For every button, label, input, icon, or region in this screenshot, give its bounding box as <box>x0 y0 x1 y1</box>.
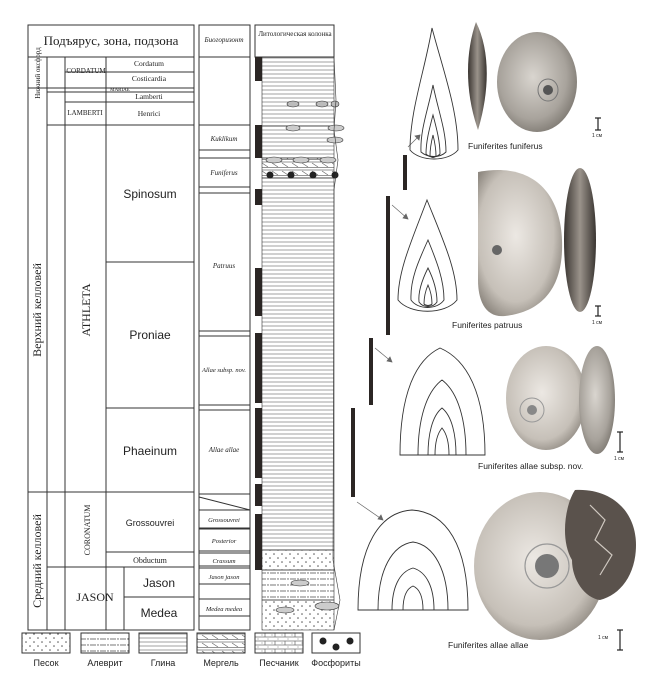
specimen-label-funiferus: Funiferites funiferus <box>468 141 543 151</box>
specimen-allae-nov-photo <box>506 346 615 454</box>
specimen-label-patruus: Funiferites patruus <box>452 320 522 330</box>
lithology-title: Литологическая колонка <box>258 30 332 38</box>
legend-label-sandstone: Песчаник <box>259 658 299 668</box>
biohorizon-allae-allae: Allae allae <box>208 446 240 454</box>
legend-label-marl: Мергель <box>203 658 239 668</box>
scale-label-patruus: 1 см <box>592 320 603 326</box>
zone-coronatum: CORONATUM <box>83 505 92 556</box>
lithology-column <box>254 24 345 631</box>
legend-item-phosphorite: Фосфориты <box>311 632 361 668</box>
legend-item-marl: Мергель <box>196 632 246 668</box>
specimen-patruus-section <box>397 198 458 312</box>
zone-jason: JASON <box>76 590 114 604</box>
range-bars <box>351 155 407 497</box>
specimen-allae-allae-photo <box>474 489 636 640</box>
biohorizon-patruus: Patruus <box>212 262 235 270</box>
legend-item-sand: Песок <box>21 632 71 668</box>
legend-item-clay: Глина <box>138 632 188 668</box>
biohorizon-crassum: Crassum <box>212 558 235 565</box>
zone-athleta: ATHLETA <box>79 283 93 336</box>
scale-label-allae-allae: 1 см <box>598 635 609 641</box>
specimen-funiferus-section <box>409 27 459 160</box>
zone-mariae: MARIAE <box>110 88 130 93</box>
subzone-henrici: Henrici <box>138 109 161 118</box>
biohorizon-column <box>198 24 251 631</box>
substage-upper-callovian: Верхний келловей <box>30 263 44 357</box>
scale-bar-allae-nov <box>617 431 623 453</box>
stratigraphic-table <box>27 24 195 631</box>
specimen-label-allae-allae: Funiferites allae allae <box>448 640 529 650</box>
substage-middle-callovian: Средний келловей <box>30 514 44 608</box>
biohorizon-jason-jason: Jason jason <box>209 574 240 581</box>
legend-item-silt: Алеврит <box>80 632 130 668</box>
legend: Песок Алеврит Глина Мергель Песчаник Фос… <box>21 632 361 668</box>
zones-title: Подъярус, зона, подзона <box>44 33 179 48</box>
substage-lower-oxford: Нижний оксфорд <box>34 47 42 99</box>
biohorizon-medea-medea: Medea medea <box>205 606 242 613</box>
scale-bar-funiferus <box>595 117 601 131</box>
legend-item-sandstone: Песчаник <box>254 632 304 668</box>
scale-label-funiferus: 1 см <box>592 133 603 139</box>
legend-label-silt: Алеврит <box>87 658 122 668</box>
scale-bar-patruus <box>595 305 601 317</box>
biohorizon-grossouvrei: Grossouvrei <box>208 517 240 524</box>
subzone-lamberti: Lamberti <box>135 92 163 101</box>
zone-lamberti: LAMBERTI <box>67 109 103 117</box>
biohorizon-posterior: Posterior <box>211 538 237 545</box>
subzone-grossouvrei: Grossouvrei <box>126 518 175 528</box>
specimen-label-allae-nov: Funiferites allae subsp. nov. <box>478 461 583 471</box>
legend-label-clay: Глина <box>151 658 176 668</box>
biohorizon-allae-nov: Allae subsp. nov. <box>201 367 246 374</box>
legend-label-sand: Песок <box>33 658 58 668</box>
subzone-medea: Medea <box>141 606 178 620</box>
scale-label-allae-nov: 1 см <box>614 456 625 462</box>
subzone-obductum: Obductum <box>133 556 168 565</box>
biohorizon-title: Биогоризонт <box>203 36 243 44</box>
range-arrows <box>356 134 421 521</box>
specimen-funiferus-photo <box>468 22 577 132</box>
legend-label-phosphorite: Фосфориты <box>311 658 360 668</box>
zone-cordatum: CORDATUM <box>66 67 106 75</box>
subzone-jason: Jason <box>143 576 175 590</box>
subzone-costicardia: Costicardia <box>132 74 167 83</box>
specimen-allae-allae-section <box>357 509 469 611</box>
subzone-proniae: Proniae <box>129 328 171 342</box>
specimen-allae-nov-section <box>399 347 486 456</box>
biohorizon-kuklikum: Kuklikum <box>210 135 238 143</box>
specimen-patruus-photo <box>478 168 596 317</box>
scale-bar-allae-allae <box>617 629 623 651</box>
subzone-spinosum: Spinosum <box>123 187 176 201</box>
subzone-cordatum: Cordatum <box>134 59 164 68</box>
biohorizon-funiferus: Funiferus <box>209 169 237 177</box>
subzone-phaeinum: Phaeinum <box>123 444 177 458</box>
